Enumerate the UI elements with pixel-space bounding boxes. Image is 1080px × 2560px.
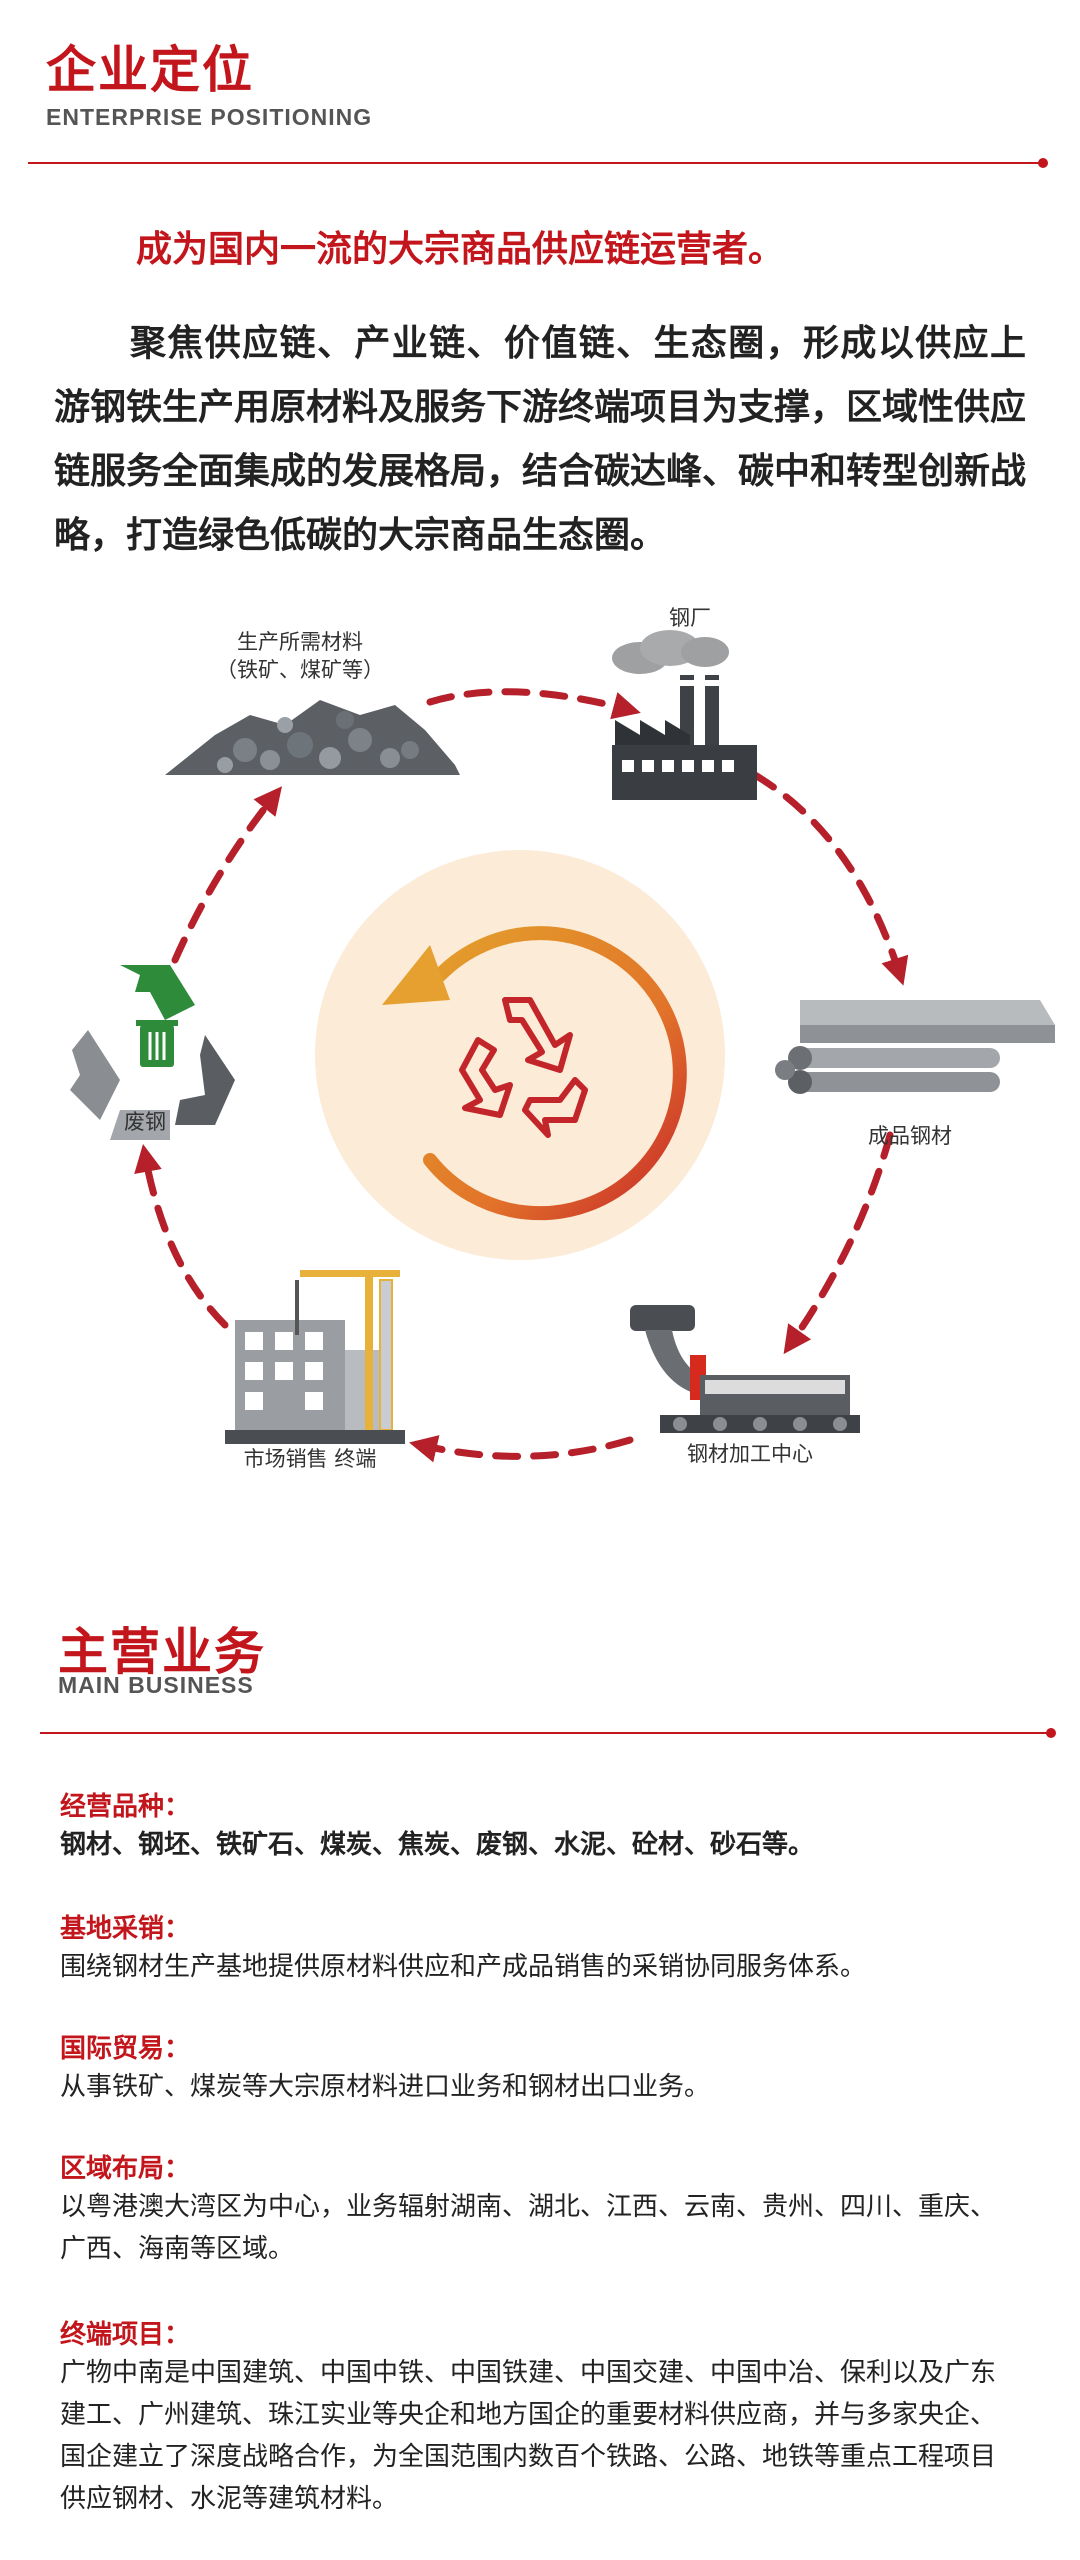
cycle-arrows bbox=[134, 688, 909, 1463]
business-title: 主营业务 bbox=[58, 1623, 266, 1681]
business-item-heading: 经营品种： bbox=[60, 1792, 191, 1822]
arrow-raw-to-mill bbox=[426, 688, 641, 720]
ore-pile-icon bbox=[165, 700, 460, 775]
positioning-intro: 聚焦供应链、产业链、价值链、生态圈，形成以供应上游钢铁生产用原材料及服务下游终端… bbox=[54, 323, 1027, 556]
node-mill-label: 钢厂 bbox=[669, 606, 711, 630]
recycle-icon bbox=[70, 965, 235, 1140]
node-process-label: 钢材加工中心 bbox=[687, 1442, 813, 1466]
business-subtitle: MAIN BUSINESS bbox=[58, 1672, 254, 1698]
node-raw-line1: 生产所需材料 bbox=[237, 630, 363, 654]
node-raw-line2: （铁矿、煤矿等） bbox=[216, 658, 384, 682]
arrow-scrap-to-raw bbox=[171, 786, 282, 964]
construction-building-icon bbox=[225, 1270, 405, 1444]
business-item-heading: 国际贸易： bbox=[60, 2034, 191, 2064]
business-item-text: 围绕钢材生产基地提供原材料供应和产成品销售的采销协同服务体系。 bbox=[60, 1952, 867, 1982]
node-raw-label: 生产所需材料 （铁矿、煤矿等） bbox=[190, 628, 410, 684]
positioning-title: 企业定位 bbox=[46, 41, 254, 99]
steel-bars-icon bbox=[775, 1000, 1055, 1094]
positioning-subtitle: ENTERPRISE POSITIONING bbox=[46, 104, 373, 130]
positioning-slogan: 成为国内一流的大宗商品供应链运营者。 bbox=[136, 229, 785, 270]
swirl-arrow-icon bbox=[382, 926, 687, 1221]
business-item-heading: 基地采销： bbox=[60, 1914, 191, 1944]
positioning-divider bbox=[28, 162, 1043, 164]
factory-icon bbox=[612, 630, 757, 800]
divider-dot bbox=[1046, 1728, 1056, 1738]
arrow-market-to-scrap bbox=[134, 1143, 229, 1329]
business-item-text: 以粤港澳大湾区为中心，业务辐射湖南、湖北、江西、云南、贵州、四川、重庆、广西、海… bbox=[60, 2192, 997, 2264]
business-item-text: 从事铁矿、煤炭等大宗原材料进口业务和钢材出口业务。 bbox=[60, 2072, 711, 2102]
arrow-steel-to-process bbox=[783, 1131, 894, 1355]
processing-machine-icon bbox=[630, 1305, 860, 1433]
business-item-text: 广物中南是中国建筑、中国中铁、中国铁建、中国交建、中国中冶、保利以及广东建工、广… bbox=[60, 2358, 997, 2514]
node-scrap-label: 废钢 bbox=[124, 1110, 166, 1134]
business-item-heading: 区域布局： bbox=[60, 2154, 191, 2184]
arrow-mill-to-steel bbox=[751, 771, 909, 986]
business-item-text: 钢材、钢坯、铁矿石、煤炭、焦炭、废钢、水泥、砼材、砂石等。 bbox=[60, 1830, 815, 1860]
node-steel-label: 成品钢材 bbox=[868, 1124, 952, 1148]
business-item-heading: 终端项目： bbox=[60, 2320, 191, 2350]
supply-chain-cycle-diagram bbox=[70, 630, 1055, 1463]
center-glow bbox=[315, 850, 725, 1260]
arrow-process-to-market bbox=[409, 1435, 634, 1463]
node-market-label: 市场销售 终端 bbox=[243, 1447, 377, 1471]
divider-dot bbox=[1038, 158, 1048, 168]
center-recycle-icon bbox=[459, 997, 588, 1138]
business-divider bbox=[40, 1732, 1050, 1734]
